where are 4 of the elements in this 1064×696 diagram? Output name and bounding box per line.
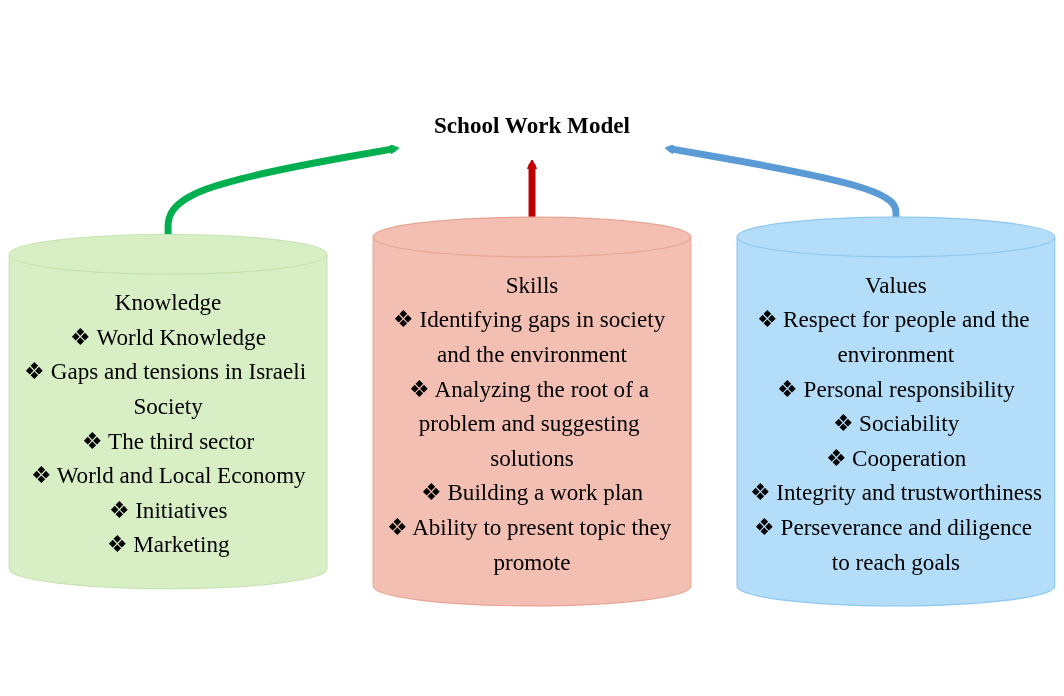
arrow: [664, 144, 900, 218]
node-text: School Work Model: [434, 112, 630, 138]
arrow: [164, 144, 400, 235]
arrow: [526, 158, 538, 218]
